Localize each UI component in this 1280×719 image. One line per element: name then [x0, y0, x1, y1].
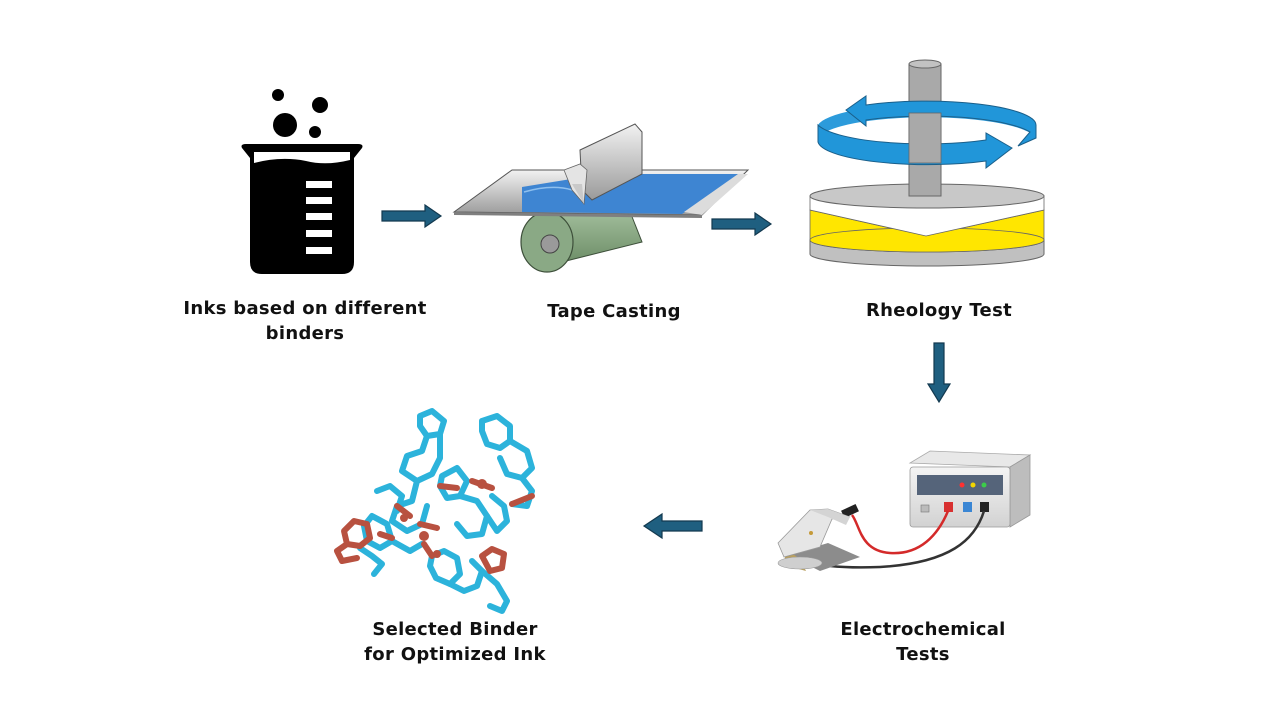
beaker-icon [241, 89, 363, 274]
molecule-icon [334, 408, 535, 614]
arrow-right-2 [711, 211, 773, 237]
step-label-selected-binder: Selected Binder for Optimized Ink [364, 619, 546, 665]
potentiostat-icon [777, 450, 1032, 571]
step-label-inks: Inks based on different binders [183, 298, 427, 344]
rheometer-icon [809, 59, 1045, 267]
step-label-electrochemical: Electrochemical Tests [840, 619, 1006, 665]
arrow-down [926, 342, 952, 404]
arrow-right-1 [381, 203, 443, 229]
tape-casting-icon [452, 123, 750, 273]
step-label-rheology: Rheology Test [866, 300, 1012, 321]
step-label-tape-casting: Tape Casting [547, 301, 681, 322]
arrow-left [642, 512, 703, 540]
